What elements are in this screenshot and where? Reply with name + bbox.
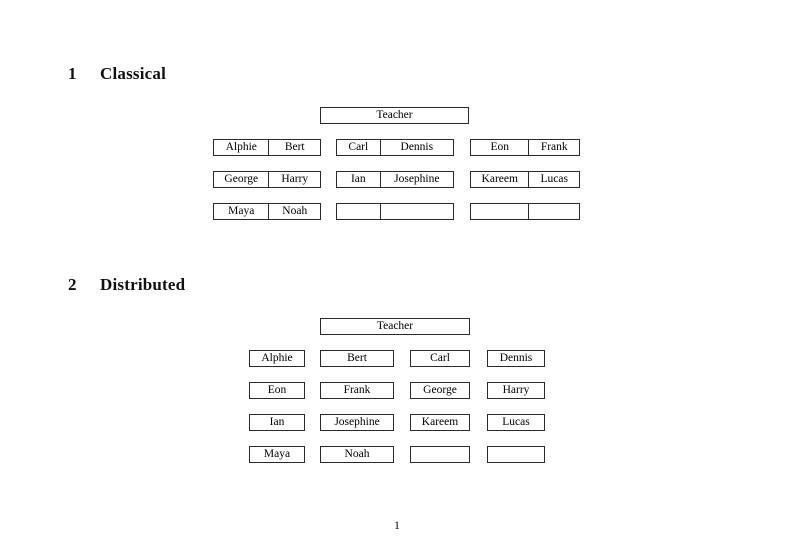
student-box: Dennis — [487, 350, 545, 367]
student-cell-empty — [528, 204, 579, 219]
student-box: Lucas — [487, 414, 545, 431]
student-group-right-row-3 — [470, 203, 580, 220]
student-box: Harry — [487, 382, 545, 399]
section-number: 2 — [68, 275, 77, 294]
section-heading-distributed: 2 Distributed — [68, 275, 185, 295]
student-box: Bert — [320, 350, 394, 367]
student-cell: Bert — [268, 140, 320, 155]
student-cell: Maya — [228, 205, 255, 217]
teacher-box-classical: Teacher — [320, 107, 469, 124]
student-cell: Josephine — [379, 172, 453, 187]
student-group-right-row-2: Kareem Lucas — [470, 171, 580, 188]
student-cell: Dennis — [379, 140, 453, 155]
section-title: Distributed — [100, 275, 186, 294]
student-cell: Alphie — [225, 141, 257, 153]
student-cell: Eon — [490, 141, 509, 153]
student-box: Ian — [249, 414, 305, 431]
student-box: Eon — [249, 382, 305, 399]
student-group-left-row-3: Maya Noah — [213, 203, 321, 220]
student-cell: Noah — [268, 204, 320, 219]
student-group-middle-row-2: Ian Josephine — [336, 171, 454, 188]
student-box: Noah — [320, 446, 394, 463]
student-cell-empty — [337, 204, 380, 219]
section-title: Classical — [100, 64, 167, 83]
student-box-empty — [487, 446, 545, 463]
student-group-left-row-1: Alphie Bert — [213, 139, 321, 156]
section-number: 1 — [68, 64, 77, 83]
student-group-middle-row-3 — [336, 203, 454, 220]
section-heading-classical: 1 Classical — [68, 64, 166, 84]
student-box: Maya — [249, 446, 305, 463]
student-cell: George — [224, 173, 259, 185]
student-box: George — [410, 382, 470, 399]
teacher-box-distributed: Teacher — [320, 318, 470, 335]
student-box: Frank — [320, 382, 394, 399]
student-group-middle-row-1: Carl Dennis — [336, 139, 454, 156]
page-number: 1 — [394, 520, 400, 532]
student-box: Alphie — [249, 350, 305, 367]
student-box: Josephine — [320, 414, 394, 431]
student-box: Kareem — [410, 414, 470, 431]
student-box: Carl — [410, 350, 470, 367]
student-cell: Harry — [268, 172, 320, 187]
student-cell-empty — [379, 204, 453, 219]
student-group-right-row-1: Eon Frank — [470, 139, 580, 156]
student-cell: Frank — [528, 140, 579, 155]
student-cell: Kareem — [481, 173, 518, 185]
student-cell: Ian — [350, 173, 366, 185]
student-group-left-row-2: George Harry — [213, 171, 321, 188]
student-cell: Lucas — [528, 172, 579, 187]
student-cell-empty — [471, 204, 528, 219]
student-box-empty — [410, 446, 470, 463]
student-cell: Carl — [348, 141, 369, 153]
